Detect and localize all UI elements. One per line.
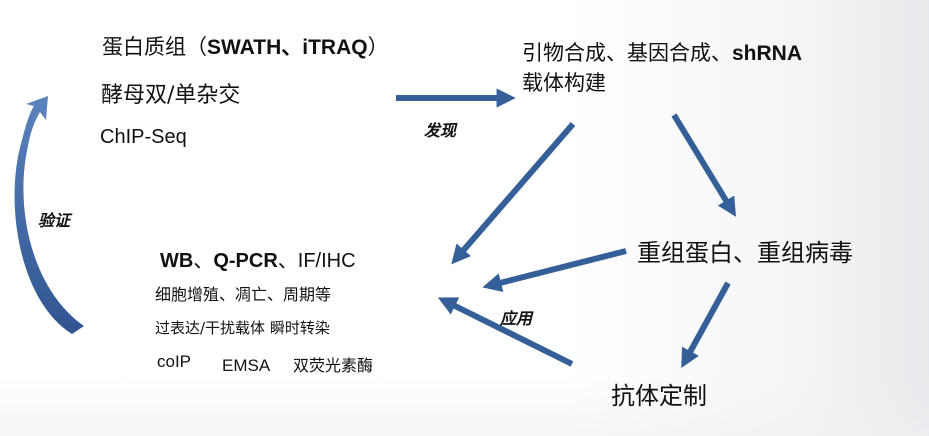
emsa-label: EMSA [222, 356, 271, 375]
chip-seq-label: ChIP-Seq [100, 126, 187, 148]
apply-label: 应用 [500, 309, 533, 328]
wb-label: WB [160, 250, 194, 272]
proteomics-methods: SWATH、iTRAQ [207, 36, 368, 59]
vector-construction-line1: 引物合成、基因合成、shRNA [522, 41, 803, 65]
proteomics-label: 蛋白质组（SWATH、iTRAQ） [102, 35, 389, 59]
arrow-recombinant-to-validation [482, 248, 627, 293]
arrow-recombinant-to-antibody [681, 281, 731, 369]
recombinant-label: 重组蛋白、重组病毒 [637, 239, 853, 267]
sep-label: 、 [193, 248, 214, 272]
proteomics-suffix: ） [367, 35, 389, 59]
antibody-custom-label: 抗体定制 [611, 382, 707, 410]
vector-line1-prefix: 引物合成、基因合成、 [522, 41, 732, 65]
cell-assays-label: 细胞增殖、凋亡、周期等 [155, 285, 332, 304]
coip-label: coIP [157, 352, 192, 371]
shrna-label: shRNA [732, 42, 803, 65]
vector-construction-line2: 载体构建 [522, 71, 606, 95]
background-fade-bottom [0, 376, 929, 436]
verify-label: 验证 [38, 211, 71, 230]
if-ihc-label: 、IF/IHC [277, 250, 356, 272]
arrow-vector-to-recombinant [671, 113, 736, 217]
proteomics-prefix: 蛋白质组（ [102, 35, 207, 59]
luciferase-label: 双荧光素酶 [293, 356, 374, 375]
arrow-apply [437, 297, 574, 367]
discover-label: 发现 [424, 121, 457, 140]
arrow-verify-curve [14, 96, 84, 334]
transfection-label: 过表达/干扰载体 瞬时转染 [155, 319, 330, 337]
validation-methods-line1: WB、Q-PCR、IF/IHC [160, 250, 356, 271]
background-fade-right [569, 0, 929, 436]
yeast-hybrid-label: 酵母双/单杂交 [101, 83, 241, 108]
qpcr-label: Q-PCR [213, 250, 278, 272]
arrow-vector-to-validation [451, 122, 576, 265]
